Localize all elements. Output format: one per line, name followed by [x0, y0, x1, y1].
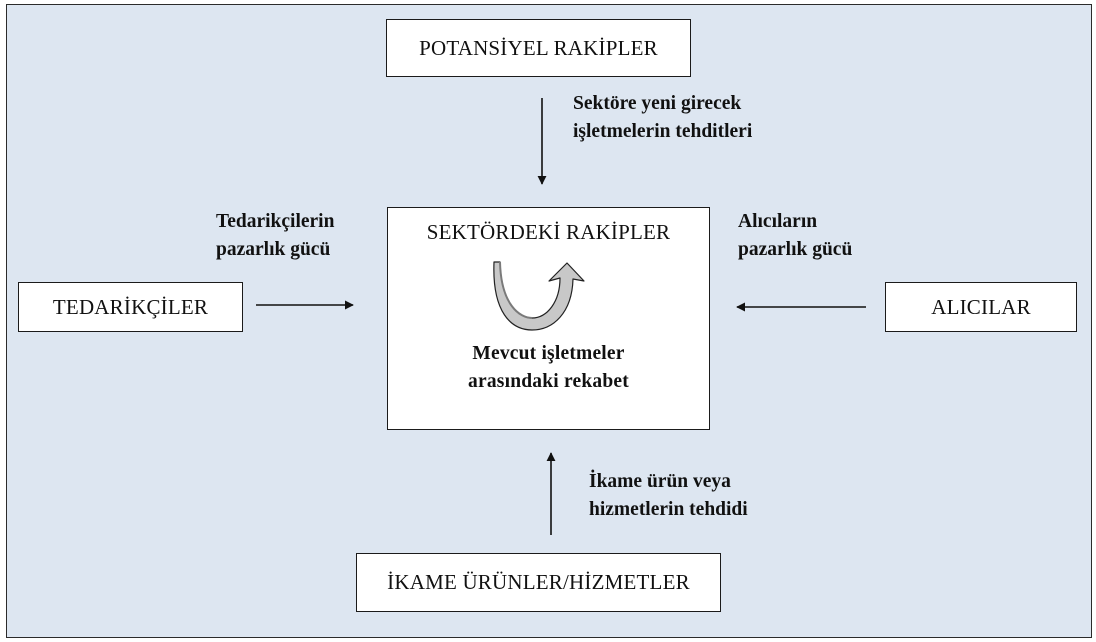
- substitute-threat-label: İkame ürün veya hizmetlerin tehdidi: [589, 468, 748, 524]
- potential-competitors-label: POTANSİYEL RAKİPLER: [419, 35, 658, 60]
- new-entrants-threat-label: Sektöre yeni girecek işletmelerin tehdit…: [573, 90, 752, 146]
- potential-competitors-box: POTANSİYEL RAKİPLER: [386, 19, 691, 77]
- buyer-power-line-1: Alıcıların: [738, 211, 818, 232]
- buyer-power-line-2: pazarlık gücü: [738, 239, 853, 260]
- new-entrants-threat-line-2: işletmelerin tehditleri: [573, 121, 753, 142]
- rivalry-text-line-2: arasındaki rekabet: [468, 371, 629, 392]
- rivalry-cycle-icon: [493, 261, 585, 331]
- buyer-power-label: Alıcıların pazarlık gücü: [738, 208, 852, 264]
- supplier-power-line-2: pazarlık gücü: [216, 239, 331, 260]
- supplier-power-line-1: Tedarikçilerin: [216, 211, 335, 232]
- buyers-box: ALICILAR: [885, 282, 1077, 332]
- rivalry-text-line-1: Mevcut işletmeler: [472, 343, 625, 364]
- buyers-label: ALICILAR: [931, 294, 1031, 319]
- substitute-threat-line-2: hizmetlerin tehdidi: [589, 499, 748, 520]
- industry-competitors-box: SEKTÖRDEKİ RAKİPLER Mevcut işletmeler ar…: [387, 207, 710, 430]
- suppliers-box: TEDARİKÇİLER: [18, 282, 243, 332]
- substitute-threat-line-1: İkame ürün veya: [589, 471, 731, 492]
- substitutes-label: İKAME ÜRÜNLER/HİZMETLER: [387, 570, 690, 594]
- substitutes-box: İKAME ÜRÜNLER/HİZMETLER: [356, 553, 721, 612]
- new-entrants-threat-line-1: Sektöre yeni girecek: [573, 93, 742, 114]
- suppliers-label: TEDARİKÇİLER: [52, 294, 209, 319]
- rivalry-text: Mevcut işletmeler arasındaki rekabet: [388, 340, 709, 396]
- supplier-power-label: Tedarikçilerin pazarlık gücü: [216, 208, 334, 264]
- industry-competitors-title: SEKTÖRDEKİ RAKİPLER: [426, 220, 671, 244]
